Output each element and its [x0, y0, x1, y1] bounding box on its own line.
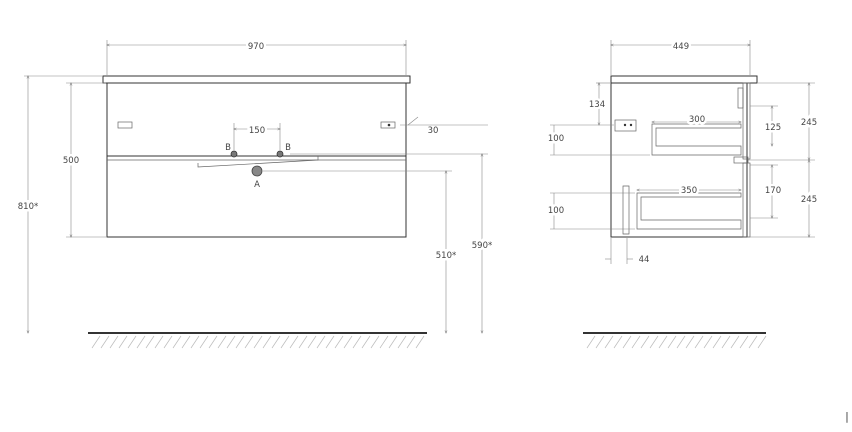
overall-height-dimension: 810* [18, 202, 38, 212]
tap-point-b-right [276, 150, 284, 158]
lower-drawer-depth-dimension: 350 [681, 186, 697, 196]
right-handle-icon [380, 121, 396, 129]
upper-drawer-depth-dimension: 300 [689, 115, 705, 125]
siphon-channel [197, 156, 319, 168]
upper-drawer-box [651, 123, 742, 156]
side-view: 449 134 100 100 300 350 125 170 [545, 40, 820, 349]
tap-spacing-dimension: 150 [249, 126, 265, 136]
height-dimension: 500 [63, 156, 79, 166]
inlet-height-dimension: 590* [472, 241, 492, 251]
upper-front-height-dimension: 245 [801, 118, 817, 128]
countertop [102, 75, 411, 84]
upper-drawer-height-dimension: 125 [765, 123, 781, 133]
drain-point-a [251, 165, 263, 177]
side-siphon [622, 185, 630, 235]
lower-drawer-box [636, 192, 742, 230]
drain-height-dimension: 510* [436, 251, 456, 261]
front-floor-hatch [91, 335, 425, 349]
page-marker: | [845, 410, 849, 423]
lower-front-height-dimension: 245 [801, 195, 817, 205]
width-dimension: 970 [248, 42, 264, 52]
tap-point-b-left [230, 150, 238, 158]
label-a: A [254, 180, 260, 190]
left-handle-icon [117, 121, 133, 129]
side-floor-hatch [586, 335, 767, 349]
lower-drawer-height-dimension: 170 [765, 186, 781, 196]
depth-dimension: 449 [673, 42, 689, 52]
handle-offset-dimension: 44 [639, 255, 650, 265]
label-b-right: B [285, 143, 291, 153]
side-tap-fitting-icon [614, 119, 637, 132]
front-view: B B A 970 500 810* 150 30 590* [15, 40, 495, 349]
label-b-left: B [225, 143, 231, 153]
upper-drawer-front [742, 82, 751, 160]
side-countertop [610, 75, 758, 84]
offset-dimension: 30 [428, 126, 439, 136]
drawer-top-offset-dimension: 100 [548, 134, 564, 144]
drawer-bottom-offset-dimension: 100 [548, 206, 564, 216]
side-cabinet-body [610, 82, 748, 238]
top-offset-dimension: 134 [589, 100, 605, 110]
